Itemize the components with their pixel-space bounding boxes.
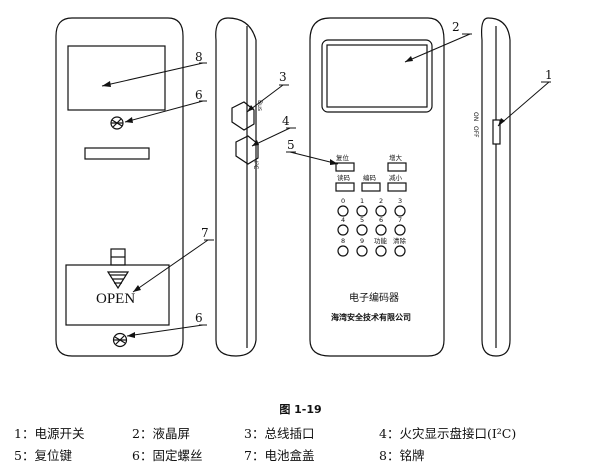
key-9-label: 9 — [360, 237, 364, 245]
increase-key-label: 增大 — [389, 153, 403, 162]
legend-item-reset-key: 5：复位键 — [14, 447, 72, 463]
legend-row: 1：电源开关 2：液晶屏 3：总线插口 4：火灾显示盘接口(I²C) — [14, 421, 594, 443]
nameplate — [67, 45, 166, 111]
bus-label: Bus — [256, 100, 263, 111]
legend-row: 5：复位键 6：固定螺丝 7：电池盒盖 8：铭牌 — [14, 443, 594, 465]
decrease-key — [387, 182, 407, 192]
legend-item-power-switch: 1：电源开关 — [14, 425, 85, 441]
lcd-screen — [326, 44, 428, 108]
key-3-label: 3 — [398, 197, 402, 205]
lcd-frame — [321, 39, 433, 113]
key-9 — [356, 245, 368, 257]
switch-off-label: OFF — [472, 126, 479, 138]
key-7 — [394, 224, 406, 236]
key-2-label: 2 — [379, 197, 383, 205]
legend-item-battery-cover: 7：电池盒盖 — [244, 447, 315, 463]
key-3 — [394, 205, 406, 217]
callout-7: 7 — [201, 226, 209, 240]
key-1 — [356, 205, 368, 217]
callout-numbers: 1 2 3 4 5 6 6 7 8 — [195, 20, 553, 325]
function-key — [375, 245, 387, 257]
read-key — [335, 182, 355, 192]
reset-key — [335, 162, 355, 172]
i2c-label: I²C — [252, 161, 259, 169]
key-6-label: 6 — [379, 216, 383, 224]
encode-key — [361, 182, 381, 192]
cover-open-text: OPEN — [96, 291, 135, 307]
power-switch — [492, 119, 501, 145]
legend-item-bus-port: 3：总线插口 — [244, 425, 315, 441]
read-key-label: 读码 — [337, 173, 351, 182]
callout-8: 8 — [195, 50, 203, 64]
key-7-label: 7 — [398, 216, 402, 224]
legend-item-i2c-port: 4：火灾显示盘接口(I²C) — [379, 425, 517, 441]
key-0-label: 0 — [341, 197, 345, 205]
reset-key-label: 复位 — [336, 153, 350, 162]
increase-key — [387, 162, 407, 172]
key-8-label: 8 — [341, 237, 345, 245]
switch-on-label: ON — [472, 112, 479, 121]
callout-1: 1 — [545, 68, 553, 82]
legend-item-lcd: 2：液晶屏 — [132, 425, 190, 441]
legend-item-nameplate: 8：铭牌 — [379, 447, 425, 463]
key-5 — [356, 224, 368, 236]
key-2 — [375, 205, 387, 217]
callout-2: 2 — [452, 20, 460, 34]
open-arrow — [106, 271, 130, 290]
callout-5: 5 — [287, 138, 295, 152]
key-8 — [337, 245, 349, 257]
key-6 — [375, 224, 387, 236]
company-name: 海湾安全技术有限公司 — [331, 312, 411, 322]
clear-key-label: 清除 — [393, 236, 407, 245]
key-5-label: 5 — [360, 216, 364, 224]
bus-port — [231, 101, 255, 131]
key-0 — [337, 205, 349, 217]
function-key-label: 功能 — [374, 236, 388, 245]
screw-bottom — [112, 332, 128, 348]
label-slot — [84, 147, 150, 160]
keypad — [335, 162, 407, 257]
front-view — [309, 17, 445, 357]
callout-6-bottom: 6 — [195, 311, 203, 325]
callout-4: 4 — [282, 114, 290, 128]
callout-3: 3 — [279, 70, 287, 84]
key-4 — [337, 224, 349, 236]
key-1-label: 1 — [360, 197, 364, 205]
legend: 1：电源开关 2：液晶屏 3：总线插口 4：火灾显示盘接口(I²C) 5：复位键… — [14, 421, 594, 465]
decrease-key-label: 减小 — [389, 173, 403, 182]
callout-6-top: 6 — [195, 88, 203, 102]
screw-top — [110, 116, 124, 130]
figure-caption: 图 1-19 — [279, 403, 322, 416]
side-view-right — [481, 17, 511, 357]
arrowheads — [102, 56, 505, 338]
legend-item-screw: 6：固定螺丝 — [132, 447, 203, 463]
encode-key-label: 编码 — [363, 173, 377, 182]
key-4-label: 4 — [341, 216, 345, 224]
key-labels: 复位 增大 读码 编码 减小 0 1 2 3 4 5 6 7 8 9 功能 清除 — [336, 153, 407, 245]
back-view — [55, 17, 184, 357]
i2c-port — [235, 135, 259, 165]
side-view-left — [215, 17, 259, 357]
product-name: 电子编码器 — [349, 291, 399, 304]
clear-key — [394, 245, 406, 257]
